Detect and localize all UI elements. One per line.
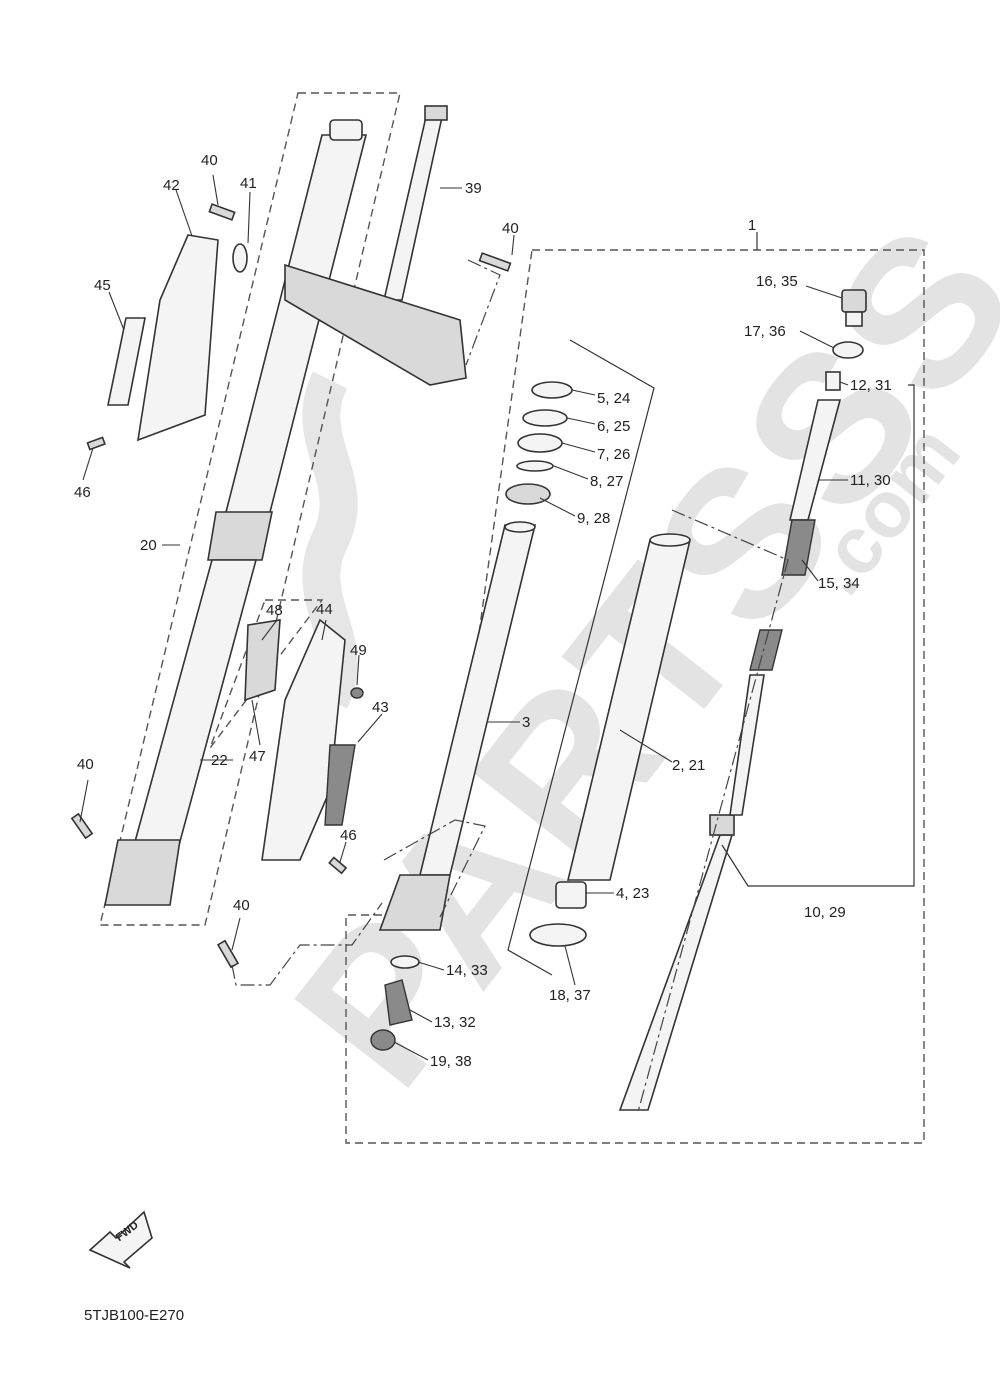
- callout-1: 1: [748, 217, 756, 234]
- screw-left: [86, 436, 106, 451]
- callout-13-32: 13, 32: [434, 1014, 476, 1031]
- callout-11-30: 11, 30: [850, 472, 891, 489]
- label-sticker: [107, 317, 146, 406]
- callout-6-25: 6, 25: [597, 418, 630, 435]
- steering-stem: [284, 105, 467, 386]
- callout-40-a: 40: [201, 152, 218, 169]
- oil-lock-piece: [529, 923, 587, 947]
- fwd-arrow-icon: [88, 1210, 153, 1269]
- callout-43: 43: [372, 699, 389, 716]
- callout-2-21: 2, 21: [672, 757, 705, 774]
- nut: [350, 687, 364, 699]
- callout-7-26: 7, 26: [597, 446, 630, 463]
- callout-15-34: 15, 34: [818, 575, 860, 592]
- bolt-40-stem: [478, 252, 512, 272]
- callout-3: 3: [522, 714, 530, 731]
- fork-guard-right: [261, 618, 356, 861]
- callout-17-36: 17, 36: [744, 323, 786, 340]
- callout-40-d: 40: [233, 897, 250, 914]
- callout-42: 42: [163, 177, 180, 194]
- bracket-axle: [383, 819, 486, 918]
- callout-10-29: 10, 29: [804, 904, 846, 921]
- bolt-40-top-left: [208, 203, 236, 221]
- callout-4-23: 4, 23: [616, 885, 649, 902]
- callout-5-24: 5, 24: [597, 390, 630, 407]
- fork-spring: [749, 371, 842, 671]
- outer-tube-right: [566, 533, 692, 881]
- callout-45: 45: [94, 277, 111, 294]
- callout-labels: 1 2, 21 3 4, 23 5, 24 6, 25 7, 26 8, 27 …: [74, 152, 892, 1070]
- outer-tube-left: [104, 119, 368, 906]
- cap-bolt: [841, 289, 867, 327]
- callout-40-b: 40: [502, 220, 519, 237]
- callout-49: 49: [350, 642, 367, 659]
- callout-16-35: 16, 35: [756, 273, 798, 290]
- callout-20: 20: [140, 537, 157, 554]
- bracket-stem: [465, 259, 501, 366]
- callout-48: 48: [266, 602, 283, 619]
- guard-shoe: [244, 619, 281, 702]
- inner-tube-right: [378, 521, 537, 931]
- callout-46-b: 46: [340, 827, 357, 844]
- bolt-40-bottom: [216, 939, 240, 969]
- diagram-code: 5TJB100-E270: [84, 1307, 184, 1324]
- callout-8-27: 8, 27: [590, 473, 623, 490]
- callout-19-38: 19, 38: [430, 1053, 472, 1070]
- bracket-bolt: [231, 902, 383, 986]
- slide-bushing: [555, 881, 587, 909]
- callout-18-37: 18, 37: [549, 987, 591, 1004]
- left-fork-boundary: [99, 92, 401, 926]
- adjuster-parts: [370, 955, 420, 1051]
- clip: [232, 243, 248, 273]
- bracket-seals: [507, 339, 655, 976]
- callout-39: 39: [465, 180, 482, 197]
- fwd-arrow-badge: FWD: [88, 1210, 153, 1269]
- callout-22: 22: [211, 752, 228, 769]
- callout-47: 47: [249, 748, 266, 765]
- callout-12-31: 12, 31: [850, 377, 892, 394]
- callout-leaders: [79, 174, 849, 1061]
- bracket-inner: [637, 509, 789, 1113]
- screw-right: [328, 856, 348, 875]
- cap-washer: [832, 341, 864, 359]
- callout-9-28: 9, 28: [577, 510, 610, 527]
- bracket-rod: [721, 384, 915, 887]
- callout-14-33: 14, 33: [446, 962, 488, 979]
- callout-40-c: 40: [77, 756, 94, 773]
- callout-46-a: 46: [74, 484, 91, 501]
- bolt-40-left: [70, 812, 94, 840]
- fork-guard-left: [136, 234, 219, 442]
- callout-44: 44: [316, 601, 333, 618]
- callout-41: 41: [240, 175, 257, 192]
